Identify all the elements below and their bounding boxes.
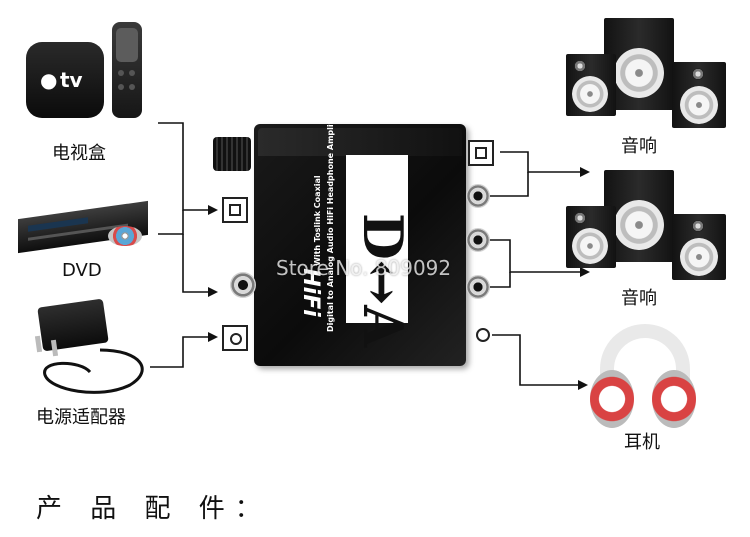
device-logo-panel: D↔A [346, 155, 415, 347]
dvd-disc-image [108, 226, 142, 246]
speaker-set-bottom [560, 170, 730, 280]
rca-output-jack-2 [466, 228, 490, 252]
speaker-set-top [560, 18, 730, 128]
store-watermark: Store No. 809092 [276, 256, 452, 280]
apple-logo-icon: ● [40, 68, 58, 92]
apple-tv-box-image: ● tv [26, 42, 104, 118]
footer-heading: 产 品 配 件： [36, 494, 271, 524]
rca-output-jack-3 [466, 275, 490, 299]
speaker-top-label: 音响 [621, 136, 657, 157]
adapter-label: 电源适配器 [36, 407, 126, 428]
tv-remote-image [112, 22, 142, 118]
device-side-text-1: Digital to Analog Audio HiFi Headphone A… [326, 109, 335, 332]
rca-output-jack-1 [466, 184, 490, 208]
adapter-cable [43, 348, 144, 394]
device-side-text-2: With Toslink Coaxial [313, 175, 322, 266]
headphones-image [590, 318, 700, 428]
optical-output-port [468, 140, 494, 166]
optical-input-port-icon [222, 197, 248, 223]
volume-knob [213, 137, 251, 171]
headphone-jack [476, 328, 490, 342]
speaker-bottom-label: 音响 [621, 288, 657, 309]
coaxial-input-jack [230, 272, 256, 298]
headphones-label: 耳机 [624, 432, 660, 453]
dvd-label: DVD [62, 260, 102, 281]
apple-tv-text: tv [60, 68, 83, 92]
tv-box-label: 电视盒 [52, 143, 106, 164]
dc-power-port-icon [222, 325, 248, 351]
